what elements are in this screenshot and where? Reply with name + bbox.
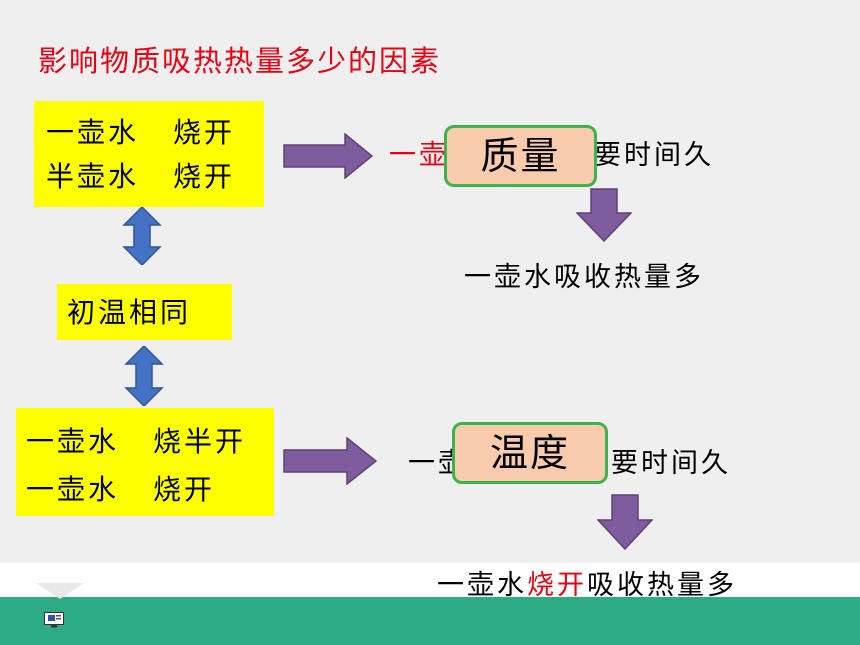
group1-box: 一壶水烧开 半壶水烧开 xyxy=(34,101,264,207)
factor-mass-label: 质量 xyxy=(480,134,561,178)
result1-suffix: 要时间久 xyxy=(594,140,714,171)
middle-label-box: 初温相同 xyxy=(57,284,232,340)
result2-conclusion-subject: 一壶水 xyxy=(437,570,527,601)
result2-conclusion: 一壶水烧开吸收热量多 xyxy=(437,563,737,602)
group1-line1: 一壶水烧开 xyxy=(46,111,264,155)
purple-right-arrow-icon xyxy=(283,133,373,179)
group1-line2-action: 烧开 xyxy=(173,160,236,193)
factor-temperature-label: 温度 xyxy=(489,431,570,475)
blue-up-down-arrow-icon xyxy=(122,207,162,265)
group1-line1-action: 烧开 xyxy=(173,116,236,149)
footer-white-band xyxy=(0,563,860,597)
result2-conclusion-highlight: 烧开 xyxy=(527,570,587,601)
blue-up-down-arrow-icon xyxy=(124,346,164,406)
purple-right-arrow-icon xyxy=(283,437,377,485)
result1-conclusion: 一壶水吸收热量多 xyxy=(464,262,704,293)
group2-line2-subject: 一壶水 xyxy=(26,473,120,506)
group1-line2-subject: 半壶水 xyxy=(46,160,140,193)
purple-down-arrow-icon xyxy=(597,494,653,550)
result1-prefix: 一壶 xyxy=(389,140,449,171)
factor-temperature-box: 温度 xyxy=(452,422,608,484)
factor-mass-box: 质量 xyxy=(444,125,597,187)
group2-line1-subject: 一壶水 xyxy=(26,425,120,458)
purple-down-arrow-icon xyxy=(576,188,632,242)
chevron-down-icon xyxy=(36,583,84,599)
group1-line1-subject: 一壶水 xyxy=(46,116,140,149)
footer-bar xyxy=(0,597,860,645)
middle-label: 初温相同 xyxy=(67,296,192,329)
group2-line2-action: 烧开 xyxy=(153,473,216,506)
result2-suffix: 要时间久 xyxy=(611,448,731,479)
group2-box: 一壶水烧半开 一壶水烧开 xyxy=(16,408,274,516)
slide-title: 影响物质吸热热量多少的因素 xyxy=(38,44,442,78)
group2-line1-action: 烧半开 xyxy=(153,425,247,458)
group1-line2: 半壶水烧开 xyxy=(46,155,264,199)
group2-line1: 一壶水烧半开 xyxy=(26,418,274,466)
group2-line2: 一壶水烧开 xyxy=(26,466,274,514)
result2-conclusion-rest: 吸收热量多 xyxy=(587,570,737,601)
presentation-icon[interactable] xyxy=(44,612,64,628)
